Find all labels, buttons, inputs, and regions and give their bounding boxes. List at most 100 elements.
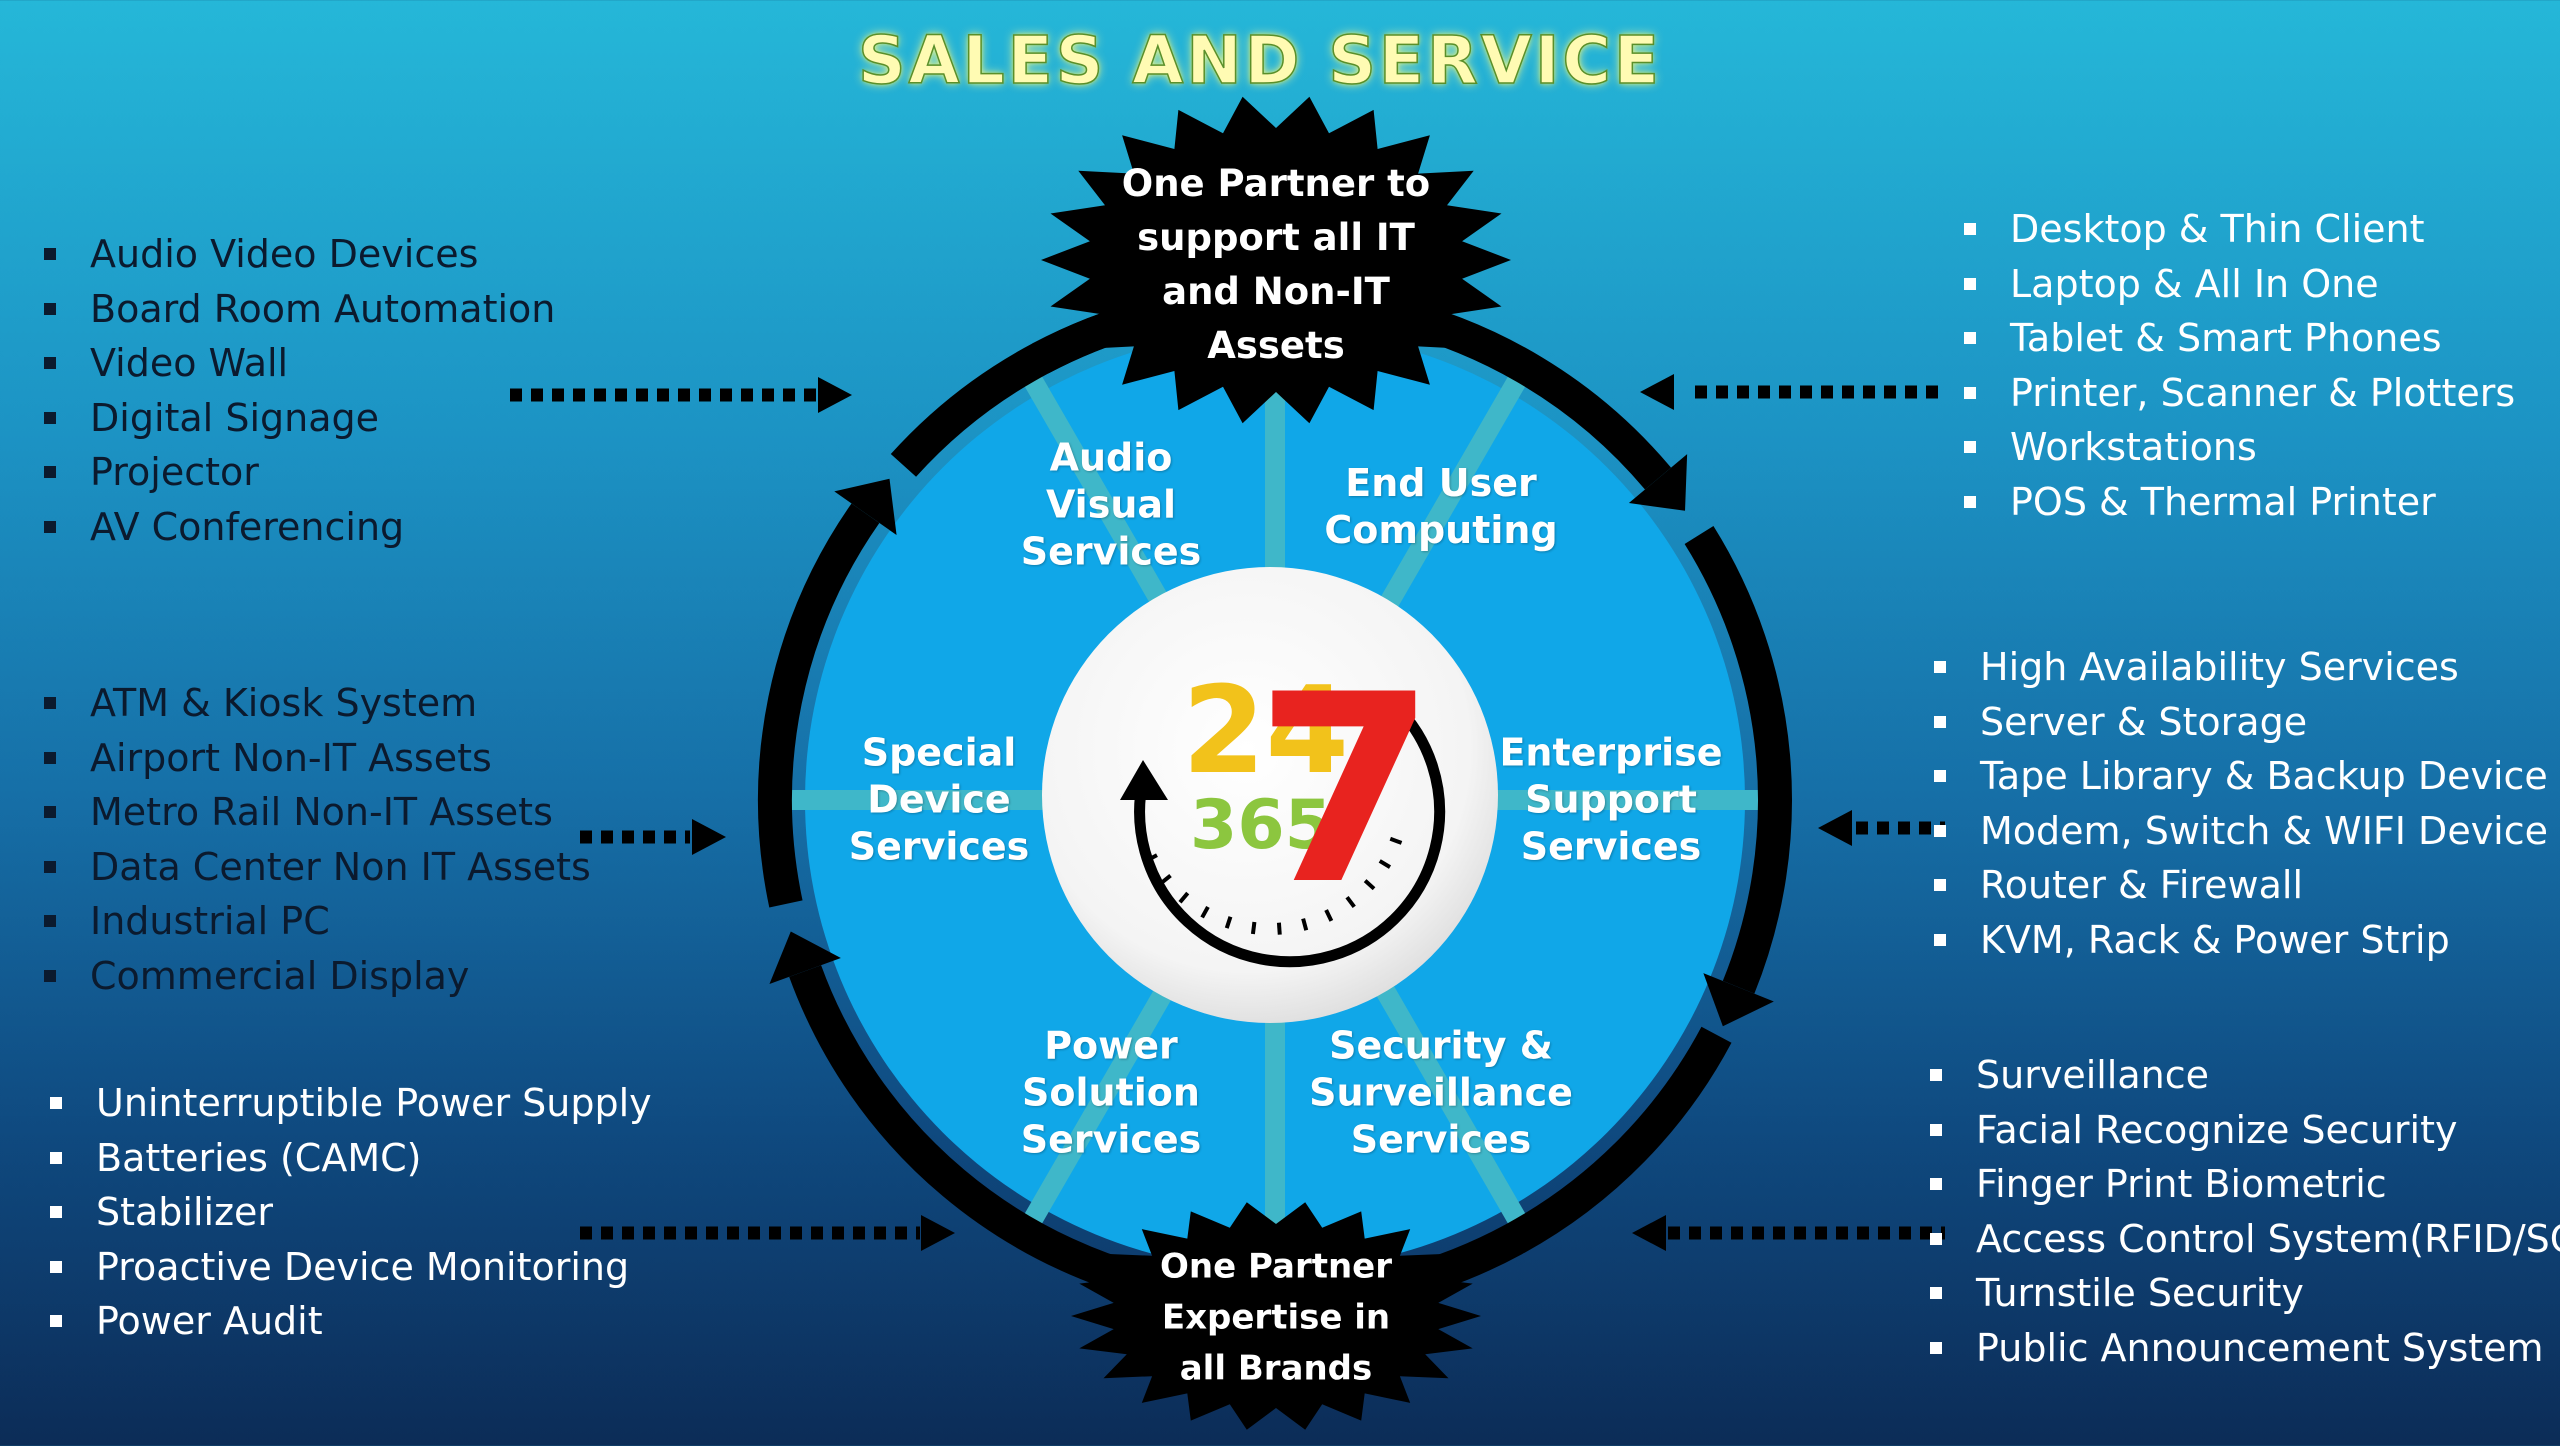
logo-365: 365 xyxy=(1190,786,1332,865)
list-item: Workstations xyxy=(1962,420,2515,475)
segment-line: Services xyxy=(848,824,1030,869)
list-item: Stabilizer xyxy=(48,1185,652,1240)
list-item: Proactive Device Monitoring xyxy=(48,1240,652,1295)
connector-av-arrowhead xyxy=(818,377,852,413)
connector-security-arrowhead xyxy=(1632,1215,1666,1251)
clock-tick xyxy=(1324,909,1334,922)
segment-enterprise-support: Enterprise Support Services xyxy=(1499,730,1722,871)
segment-line: Support xyxy=(1525,777,1697,822)
list-end-user-computing: Desktop & Thin Client Laptop & All In On… xyxy=(1962,202,2515,529)
logo-clock-ticks xyxy=(1145,836,1403,935)
burst-line: support all IT xyxy=(1137,216,1415,259)
list-item: Server & Storage xyxy=(1932,695,2548,750)
list-item: Airport Non-IT Assets xyxy=(42,731,591,786)
clock-tick xyxy=(1363,879,1376,891)
list-item: Laptop & All In One xyxy=(1962,257,2515,312)
ring-arc xyxy=(1684,526,1792,994)
ring-arrowhead xyxy=(834,478,897,536)
list-item: Batteries (CAMC) xyxy=(48,1131,652,1186)
list-item: Video Wall xyxy=(42,336,555,391)
ring-arrowhead xyxy=(1628,454,1688,511)
segment-audio-visual: Audio Visual Services xyxy=(1021,435,1202,576)
list-item: Industrial PC xyxy=(42,894,591,949)
burst-line: One Partner to xyxy=(1121,162,1431,205)
list-security-surveillance: Surveillance Facial Recognize Security F… xyxy=(1928,1048,2560,1375)
list-item: Access Control System(RFID/SC) xyxy=(1928,1212,2560,1267)
segment-line: Services xyxy=(1350,1117,1532,1162)
ring-arrowhead xyxy=(769,931,841,985)
logo-clock-arrowhead xyxy=(1120,760,1168,800)
segment-line: Services xyxy=(1020,529,1202,574)
list-item: High Availability Services xyxy=(1932,640,2548,695)
list-enterprise-support: High Availability Services Server & Stor… xyxy=(1932,640,2548,967)
bottom-burst-label: One Partner Expertise in all Brands xyxy=(1160,1242,1392,1395)
clock-tick xyxy=(1378,859,1392,869)
logo-clock-arc xyxy=(1134,701,1446,968)
list-special-device: ATM & Kiosk System Airport Non-IT Assets… xyxy=(42,676,591,1003)
list-item: Uninterruptible Power Supply xyxy=(48,1076,652,1131)
list-power-solution: Uninterruptible Power Supply Batteries (… xyxy=(48,1076,652,1349)
list-audio-visual: Audio Video Devices Board Room Automatio… xyxy=(42,227,555,554)
list-item: Audio Video Devices xyxy=(42,227,555,282)
connector-euc-arrowhead xyxy=(1640,374,1674,410)
clock-tick xyxy=(1389,836,1403,845)
list-item: Surveillance xyxy=(1928,1048,2560,1103)
list-item: Metro Rail Non-IT Assets xyxy=(42,785,591,840)
list-item: AV Conferencing xyxy=(42,500,555,555)
segment-line: Solution xyxy=(1022,1070,1200,1115)
top-burst-label: One Partner to support all IT and Non-IT… xyxy=(1122,157,1430,373)
segment-line: Computing xyxy=(1324,508,1558,552)
clock-tick xyxy=(1224,916,1233,929)
list-item: Desktop & Thin Client xyxy=(1962,202,2515,257)
list-item: Projector xyxy=(42,445,555,500)
list-item: Tape Library & Backup Device xyxy=(1932,749,2548,804)
clock-tick xyxy=(1200,905,1210,919)
bottom-starburst xyxy=(1071,1202,1481,1430)
clock-tick xyxy=(1276,922,1282,935)
ring-arrowhead xyxy=(1703,973,1774,1027)
list-item: Turnstile Security xyxy=(1928,1266,2560,1321)
clock-tick xyxy=(1145,853,1158,863)
ring-arc xyxy=(789,965,1192,1310)
clock-tick xyxy=(1301,918,1309,931)
segment-end-user-computing: End User Computing xyxy=(1324,460,1557,554)
burst-line: and Non-IT xyxy=(1162,270,1390,313)
top-starburst xyxy=(1041,96,1511,424)
list-item: Tablet & Smart Phones xyxy=(1962,311,2515,366)
list-item: Public Announcement System xyxy=(1928,1321,2560,1376)
segment-power-solution: Power Solution Services xyxy=(1021,1023,1202,1164)
burst-line: One Partner xyxy=(1159,1246,1393,1287)
list-item: Facial Recognize Security xyxy=(1928,1103,2560,1158)
list-item: Printer, Scanner & Plotters xyxy=(1962,366,2515,421)
list-item: ATM & Kiosk System xyxy=(42,676,591,731)
connectors xyxy=(510,374,1945,1251)
segment-line: Device xyxy=(867,777,1011,822)
bursts xyxy=(1041,96,1511,1430)
list-item: Commercial Display xyxy=(42,949,591,1004)
clock-tick xyxy=(1178,891,1190,904)
list-item: POS & Thermal Printer xyxy=(1962,475,2515,530)
segment-security-surveillance: Security & Surveillance Services xyxy=(1309,1023,1573,1164)
segment-line: Visual xyxy=(1045,482,1177,527)
connector-special-arrowhead xyxy=(692,819,726,855)
logo-disc xyxy=(1042,567,1498,1023)
segment-line: Surveillance xyxy=(1309,1070,1573,1115)
clock-tick xyxy=(1345,896,1356,909)
burst-line: Assets xyxy=(1207,324,1345,367)
segment-line: Audio xyxy=(1049,435,1173,480)
list-item: Modem, Switch & WIFI Device xyxy=(1932,804,2548,859)
segment-line: Power xyxy=(1044,1023,1178,1068)
list-item: Data Center Non IT Assets xyxy=(42,840,591,895)
segment-line: End User xyxy=(1345,461,1537,505)
list-item: Router & Firewall xyxy=(1932,858,2548,913)
logo-24: 24 xyxy=(1182,662,1349,801)
clock-tick xyxy=(1159,873,1172,885)
logo-24x7x365: 24 365 7 xyxy=(1042,567,1498,1023)
segment-line: Enterprise xyxy=(1499,730,1723,775)
connector-power-arrowhead xyxy=(921,1215,955,1251)
list-item: Finger Print Biometric xyxy=(1928,1157,2560,1212)
list-item: Board Room Automation xyxy=(42,282,555,337)
burst-line: all Brands xyxy=(1179,1348,1373,1389)
list-item: Power Audit xyxy=(48,1294,652,1349)
